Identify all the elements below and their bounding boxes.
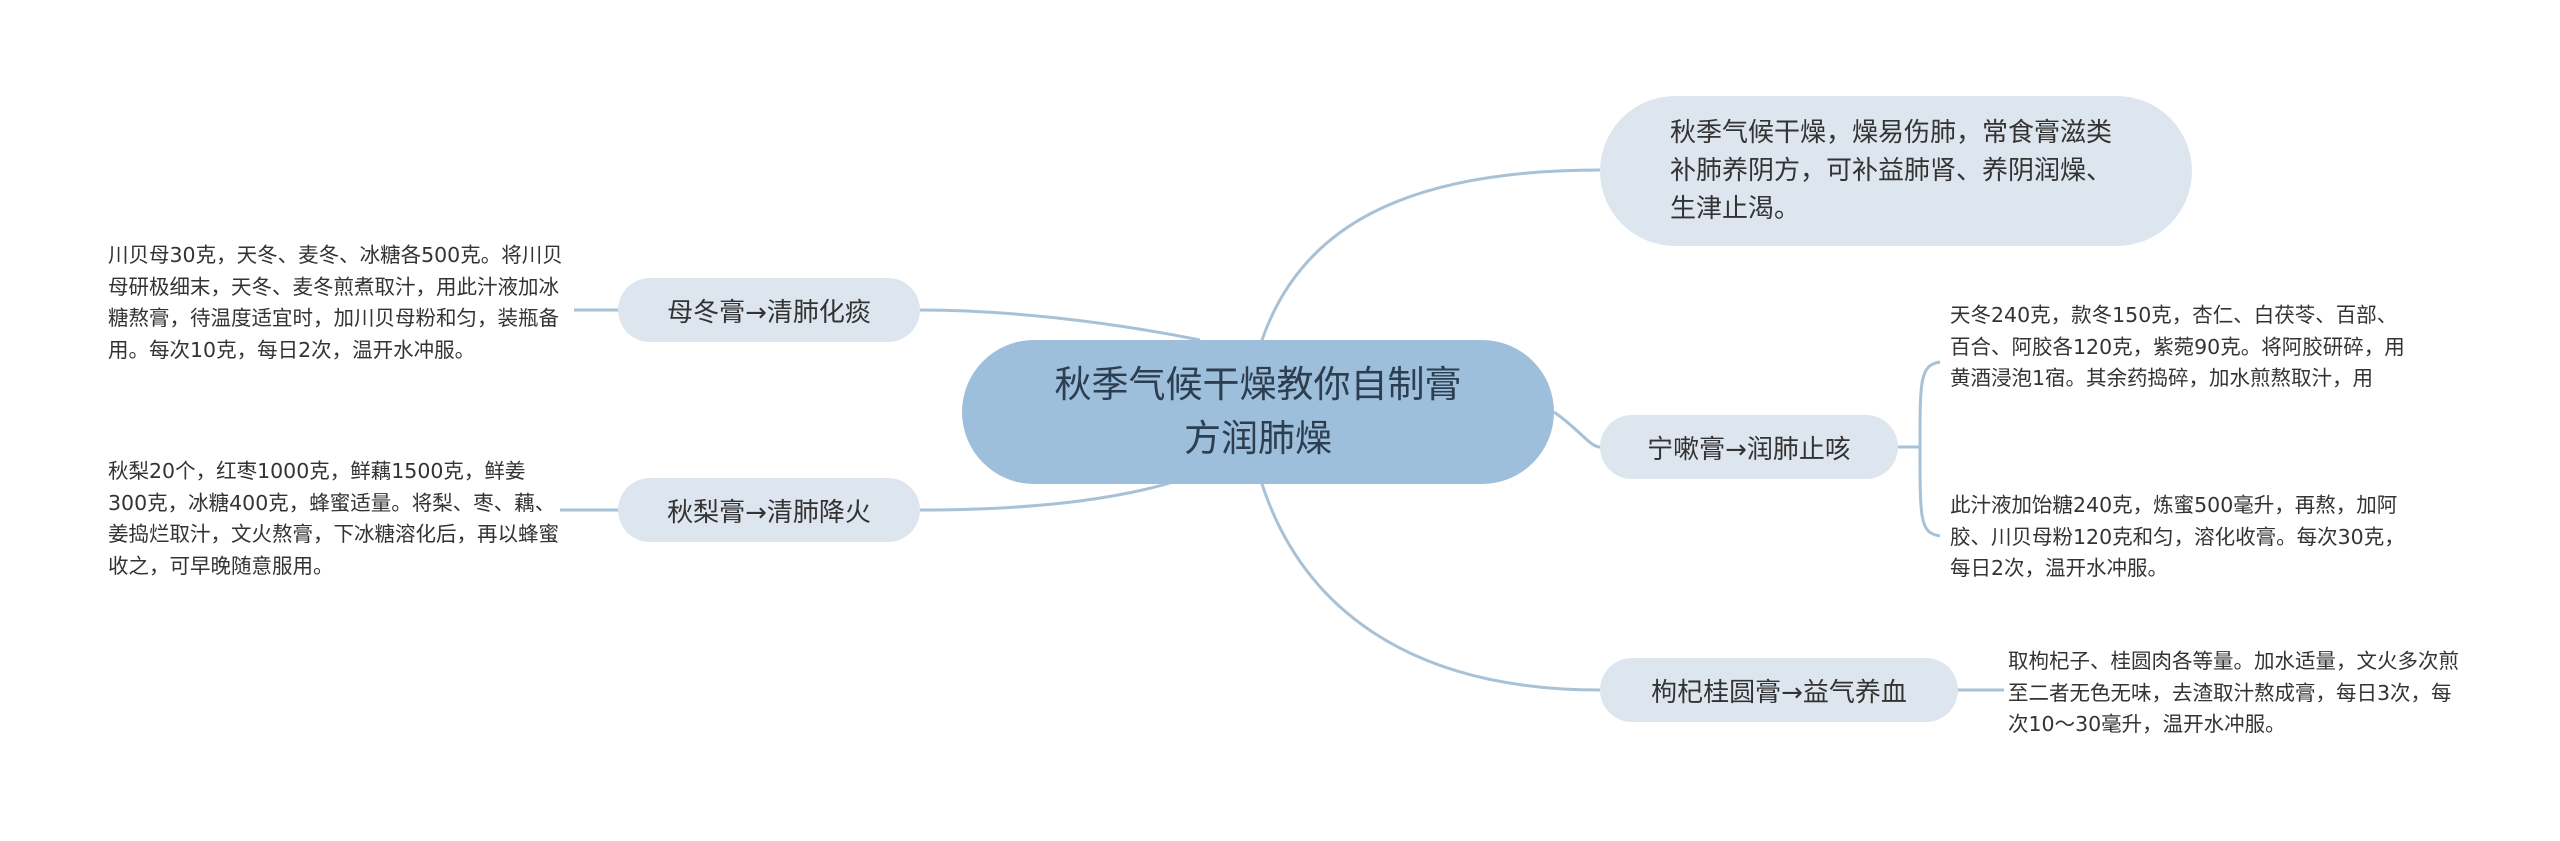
note-qiuli-text: 秋梨20个，红枣1000克，鲜藕1500克，鲜姜300克，冰糖400克，蜂蜜适量… [108, 459, 559, 578]
central-topic-title: 秋季气候干燥教你自制膏方润肺燥 [1054, 363, 1462, 460]
note-mudong: 川贝母30克，天冬、麦冬、冰糖各500克。将川贝母研极细末，天冬、麦冬煎煮取汁，… [108, 240, 570, 366]
link-center-gouqi [1260, 483, 1601, 692]
branch-mudong-label: 母冬膏→清肺化痰 [667, 297, 871, 328]
note-mudong-text: 川贝母30克，天冬、麦冬、冰糖各500克。将川贝母研极细末，天冬、麦冬煎煮取汁，… [108, 243, 563, 362]
note-gouqi: 取枸杞子、桂圆肉各等量。加水适量，文火多次煎至二者无色无味，去渣取汁熬成膏，每日… [2008, 646, 2470, 741]
link-ningsou-bracket [1898, 360, 1941, 538]
branch-ningsou-label: 宁嗽膏→润肺止咳 [1647, 434, 1851, 465]
branch-mudong[interactable]: 母冬膏→清肺化痰 [618, 278, 920, 342]
branch-ningsou[interactable]: 宁嗽膏→润肺止咳 [1600, 415, 1898, 479]
note-qiuli: 秋梨20个，红枣1000克，鲜藕1500克，鲜姜300克，冰糖400克，蜂蜜适量… [108, 456, 563, 582]
branch-qiuli[interactable]: 秋梨膏→清肺降火 [618, 478, 920, 542]
intro-text: 秋季气候干燥，燥易伤肺，常食膏滋类补肺养阴方，可补益肺肾、养阴润燥、生津止渴。 [1670, 118, 2113, 224]
branch-qiuli-label: 秋梨膏→清肺降火 [667, 497, 871, 528]
note-ningsou-1: 天冬240克，款冬150克，杏仁、白茯苓、百部、百合、阿胶各120克，紫菀90克… [1950, 300, 2412, 395]
branch-gouqi-label: 枸杞桂圆膏→益气养血 [1651, 677, 1907, 708]
intro-node[interactable]: 秋季气候干燥，燥易伤肺，常食膏滋类补肺养阴方，可补益肺肾、养阴润燥、生津止渴。 [1600, 96, 2192, 246]
note-ningsou-1-text: 天冬240克，款冬150克，杏仁、白茯苓、百部、百合、阿胶各120克，紫菀90克… [1950, 303, 2405, 390]
note-ningsou-2-text: 此汁液加饴糖240克，炼蜜500毫升，再熬，加阿胶、川贝母粉120克和匀，溶化收… [1950, 493, 2405, 580]
note-ningsou-2: 此汁液加饴糖240克，炼蜜500毫升，再熬，加阿胶、川贝母粉120克和匀，溶化收… [1950, 490, 2412, 585]
link-center-ningsou [1553, 410, 1601, 449]
branch-gouqi[interactable]: 枸杞桂圆膏→益气养血 [1600, 658, 1958, 722]
link-center-mudong [919, 308, 1201, 342]
note-gouqi-text: 取枸杞子、桂圆肉各等量。加水适量，文火多次煎至二者无色无味，去渣取汁熬成膏，每日… [2008, 649, 2459, 736]
link-center-intro [1260, 168, 1601, 341]
central-topic[interactable]: 秋季气候干燥教你自制膏方润肺燥 [962, 340, 1554, 484]
link-center-qiuli [919, 478, 1181, 512]
